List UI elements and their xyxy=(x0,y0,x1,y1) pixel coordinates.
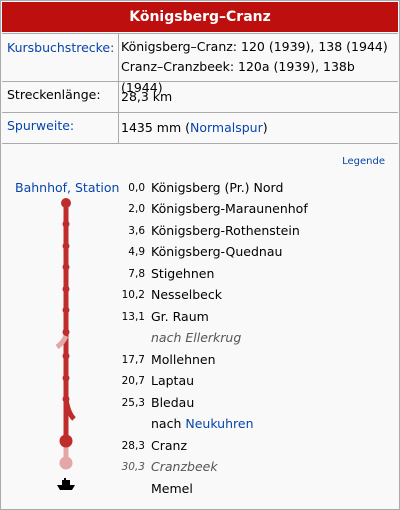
row-streckenlaenge: Streckenlänge: 28,3 km xyxy=(2,81,398,112)
list-item: 2,0 Königsberg-Maraunenhof xyxy=(1,199,399,219)
station-name: Laptau xyxy=(151,373,195,388)
neukuhren-link[interactable]: Neukuhren xyxy=(185,416,254,431)
station-dot xyxy=(62,306,70,314)
station-km: 13,1 xyxy=(121,311,145,323)
route-graphics xyxy=(55,198,76,490)
branch-label: nach Ellerkrug xyxy=(151,330,242,345)
legende-link[interactable]: Legende xyxy=(342,156,385,167)
list-item: 4,9 Königsberg-Quednau xyxy=(1,242,399,262)
station-km: 17,7 xyxy=(121,354,145,366)
station-name: Cranz xyxy=(151,438,188,453)
row-divider xyxy=(118,34,119,81)
station-km: 20,7 xyxy=(121,375,145,387)
list-item: 7,8 Stigehnen xyxy=(1,264,399,284)
station-name: Mollehnen xyxy=(151,352,216,367)
kursbuch-value-2: Cranz–Cranzbeek: 120a (1939), 138b (1944… xyxy=(121,59,355,95)
branch-prefix: nach xyxy=(151,416,186,431)
station-dot-large xyxy=(59,434,73,448)
list-item: 3,6 Königsberg-Rothenstein xyxy=(1,221,399,241)
branch-label: nach Neukuhren xyxy=(151,414,254,434)
station-dot xyxy=(62,220,70,228)
station-km: 2,0 xyxy=(128,203,145,215)
list-item: 20,7 Laptau xyxy=(1,371,399,391)
streckenlaenge-value: 28,3 km xyxy=(121,89,173,104)
list-item: 17,7 Mollehnen xyxy=(1,350,399,370)
list-item: nach Neukuhren xyxy=(1,414,399,434)
spurweite-value: 1435 mm (Normalspur) xyxy=(121,117,268,138)
station-name: Memel xyxy=(151,481,193,496)
station-km: 30,3 xyxy=(121,461,145,473)
infobox-title: Königsberg–Cranz xyxy=(2,2,398,32)
station-km: 0,0 xyxy=(128,182,145,194)
station-dot xyxy=(62,374,70,382)
branch-ellerkrug xyxy=(55,334,69,350)
bahnhof-station-link[interactable]: Bahnhof, Station xyxy=(15,180,120,195)
station-dot xyxy=(62,242,70,250)
kursbuch-value-1: Königsberg–Cranz: 120 (1939), 138 (1944) xyxy=(121,39,388,54)
station-name: Bledau xyxy=(151,395,195,410)
list-item: Memel xyxy=(1,479,399,499)
kursbuchstrecke-link[interactable]: Kursbuchstrecke: xyxy=(7,40,115,55)
row-kursbuchstrecke: Kursbuchstrecke: Königsberg–Cranz: 120 (… xyxy=(2,33,398,95)
station-km: 25,3 xyxy=(121,397,145,409)
list-item: 10,2 Nesselbeck xyxy=(1,285,399,305)
list-item: 13,1 Gr. Raum xyxy=(1,307,399,327)
streckenlaenge-label: Streckenlänge: xyxy=(7,87,101,102)
list-item: 28,3 Cranz xyxy=(1,436,399,456)
station-km: 7,8 xyxy=(128,268,145,280)
station-name: Königsberg-Rothenstein xyxy=(151,223,300,238)
row-divider xyxy=(118,113,119,143)
branch-neukuhren xyxy=(63,398,76,421)
ship-icon xyxy=(57,478,75,490)
station-name: Stigehnen xyxy=(151,266,215,281)
station-km: 28,3 xyxy=(121,440,145,452)
station-dot xyxy=(62,352,70,360)
station-dot xyxy=(62,263,70,271)
station-dot-faded xyxy=(59,456,73,470)
station-km: 10,2 xyxy=(121,289,145,301)
row-divider xyxy=(118,82,119,112)
spurweite-link[interactable]: Spurweite: xyxy=(7,118,75,133)
station-dot xyxy=(61,198,71,208)
station-name: Königsberg-Quednau xyxy=(151,244,283,259)
spurweite-close: ) xyxy=(262,120,268,135)
station-km: 4,9 xyxy=(128,246,145,258)
station-name: Gr. Raum xyxy=(151,309,209,324)
station-name: Cranzbeek xyxy=(151,459,218,474)
list-item: 25,3 Bledau xyxy=(1,393,399,413)
station-dot xyxy=(62,285,70,293)
station-name: Königsberg (Pr.) Nord xyxy=(151,180,284,195)
list-item: 0,0 Königsberg (Pr.) Nord xyxy=(1,178,399,198)
station-name: Nesselbeck xyxy=(151,287,222,302)
list-item: 30,3 Cranzbeek xyxy=(1,457,399,477)
station-km: 3,6 xyxy=(128,225,145,237)
spurweite-text: 1435 mm ( xyxy=(121,120,190,135)
list-item: nach Ellerkrug xyxy=(1,328,399,348)
station-dot xyxy=(62,328,70,336)
normalspur-link[interactable]: Normalspur xyxy=(190,120,263,135)
station-name: Königsberg-Maraunenhof xyxy=(151,201,308,216)
row-spurweite: Spurweite: 1435 mm (Normalspur) xyxy=(2,112,398,144)
